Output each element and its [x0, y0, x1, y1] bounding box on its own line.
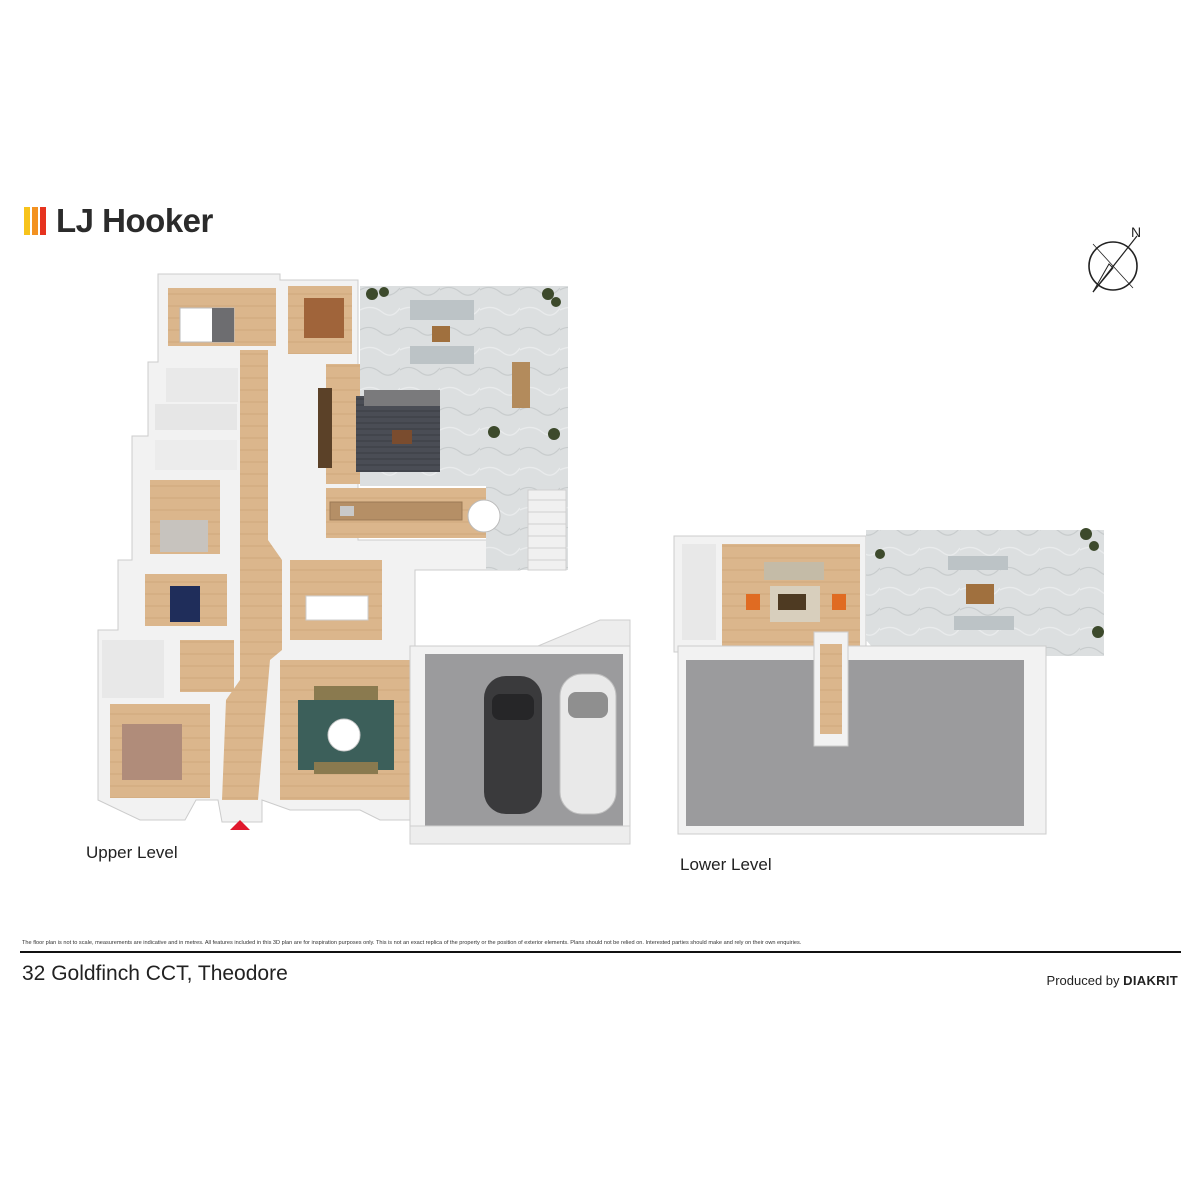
producer-prefix: Produced by [1046, 973, 1120, 988]
disclaimer-text: The floor plan is not to scale, measurem… [22, 940, 802, 946]
hallway-floor [222, 350, 282, 800]
kitchen-island [329, 501, 463, 521]
round-table [467, 499, 501, 533]
master-bed [122, 724, 182, 780]
dining-table [305, 595, 369, 621]
double-garage [409, 619, 631, 845]
north-label: N [1131, 224, 1142, 240]
bed-2 [304, 298, 344, 338]
upper-level-label: Upper Level [86, 843, 178, 862]
bed-3 [170, 586, 200, 622]
terrace-stairs [527, 489, 567, 571]
producer-name: DIAKRIT [1123, 973, 1178, 988]
compass-icon: N [1085, 224, 1155, 296]
lower-level-label: Lower Level [680, 855, 772, 874]
outdoor-dining [512, 362, 530, 408]
property-address: 32 Goldfinch CCT, Theodore [22, 962, 288, 985]
bookshelf [318, 388, 332, 468]
logo-bar-red [40, 207, 46, 235]
ensuite-floor [166, 368, 238, 402]
floor-plan [97, 273, 1104, 845]
upper-level-plan [97, 273, 568, 830]
lower-bathroom-floor [682, 544, 716, 640]
footer-divider [20, 951, 1181, 953]
bathroom-2-floor [102, 640, 164, 698]
producer-credit: Produced by DIAKRIT [1047, 973, 1178, 988]
outdoor-sofa [410, 300, 474, 320]
lower-garage-floor [686, 660, 1024, 826]
logo-bars [24, 207, 46, 235]
laundry-floor [155, 404, 237, 430]
logo-bar-yellow [24, 207, 30, 235]
brand-name: LJ Hooker [56, 202, 213, 239]
walk-in-robe-floor [180, 640, 234, 692]
bed-study [160, 520, 208, 552]
entry-marker-icon [230, 820, 250, 830]
brand-logo: LJ Hooker [24, 202, 213, 240]
lower-level-plan [673, 528, 1104, 835]
bathroom-floor [155, 440, 237, 470]
logo-bar-orange [32, 207, 38, 235]
